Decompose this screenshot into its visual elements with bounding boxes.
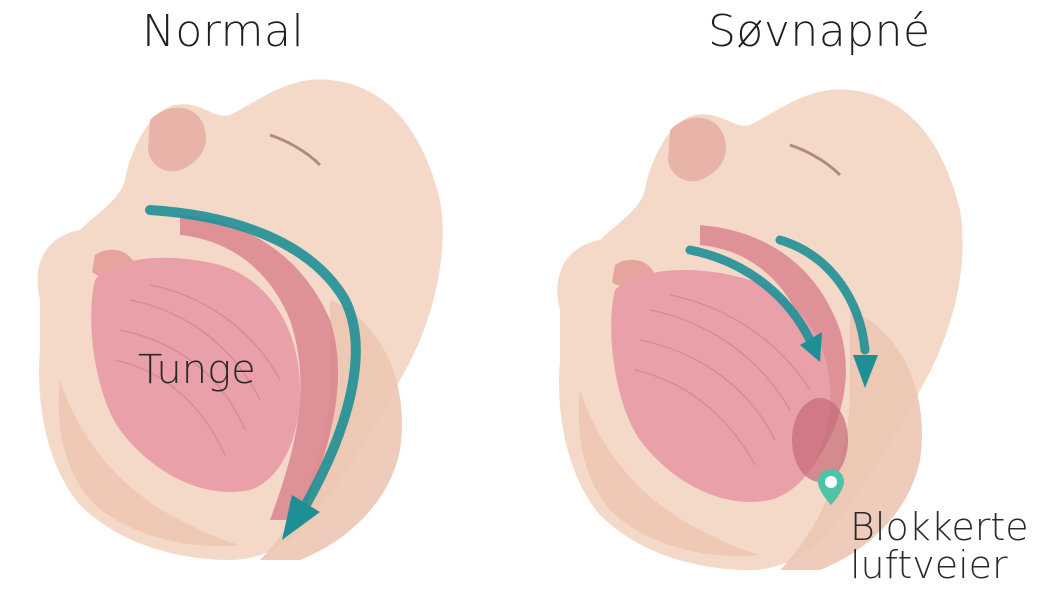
- normal-panel: Normal Tunge: [0, 0, 520, 592]
- blocked-airway-label: Blokkerte luftveier: [850, 508, 1029, 584]
- normal-airway-illustration: [0, 0, 520, 592]
- tongue-label: Tunge: [138, 347, 256, 393]
- apnea-airway-illustration: [520, 0, 1055, 592]
- blocked-airway-label-line1: Blokkerte: [850, 508, 1029, 546]
- apnea-panel: Søvnapné Blokkerte luftveier: [520, 0, 1055, 592]
- blocked-airway-label-line2: luftveier: [850, 546, 1029, 584]
- map-pin-icon: [816, 467, 846, 507]
